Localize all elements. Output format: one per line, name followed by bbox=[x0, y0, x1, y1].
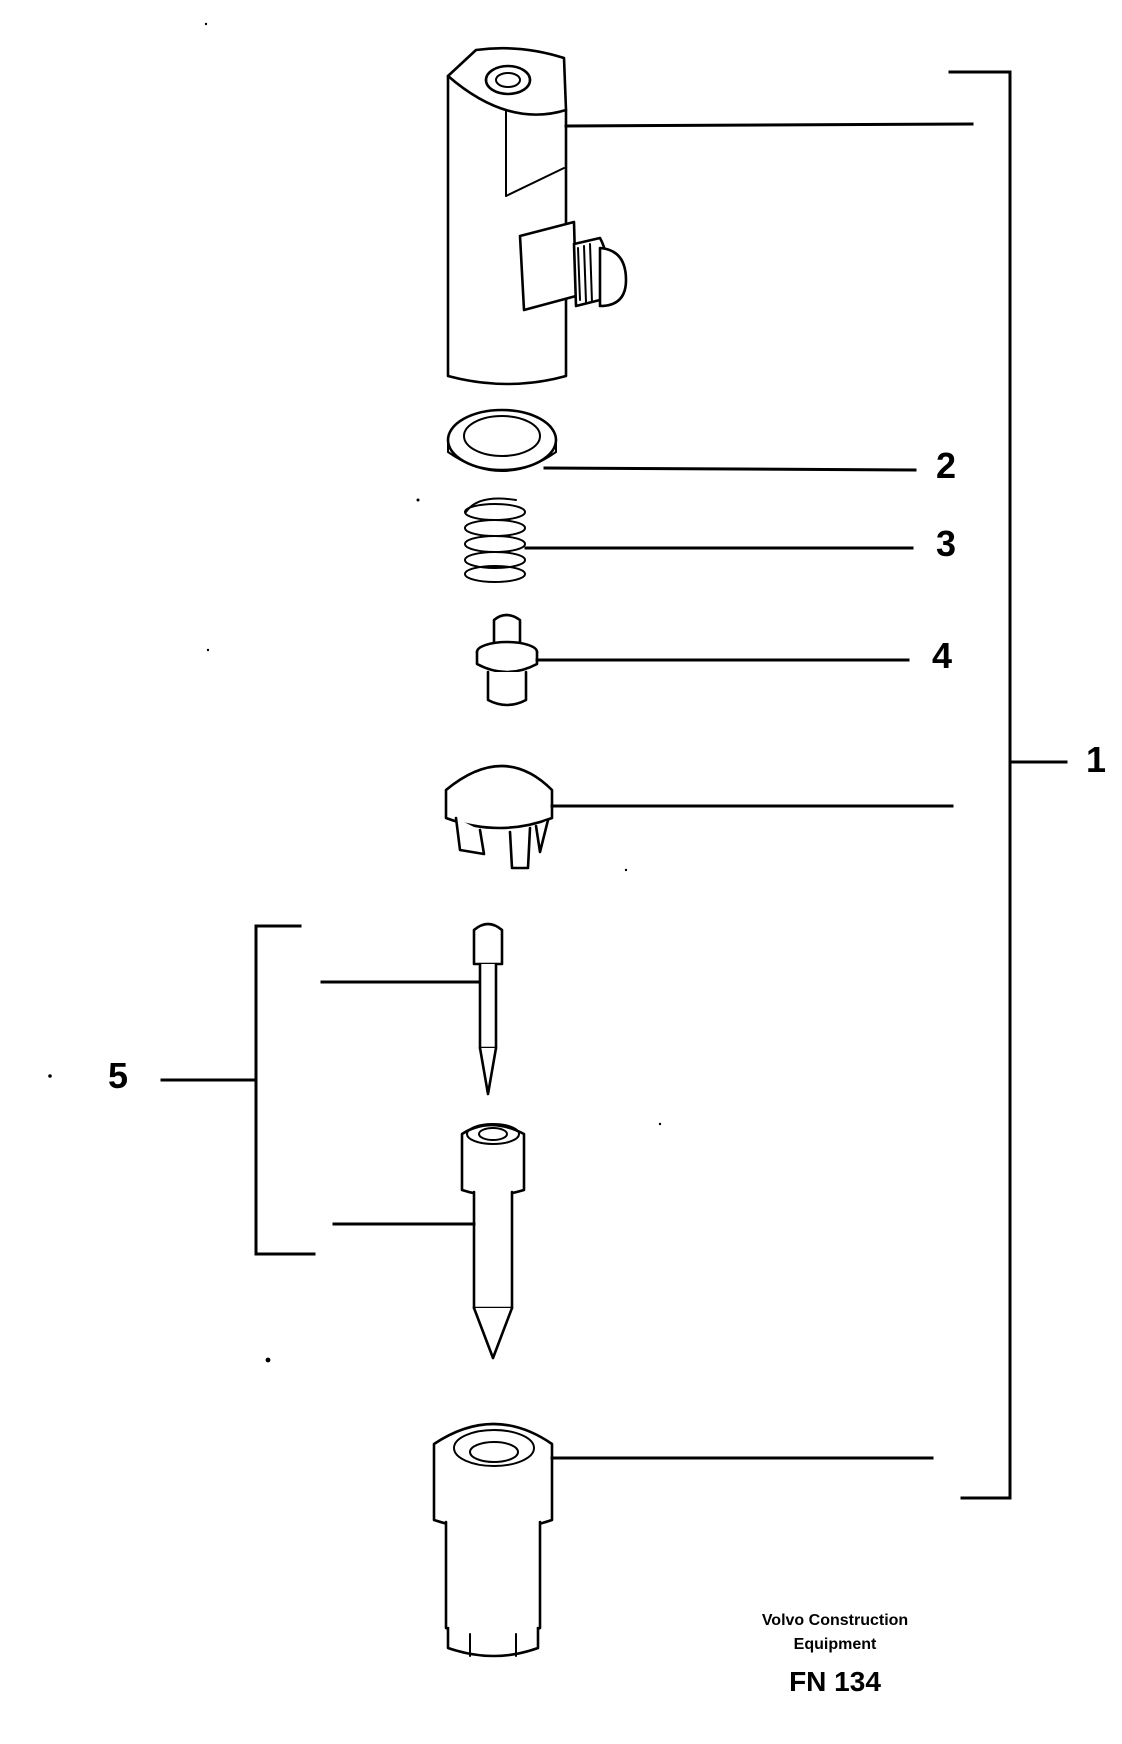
valve-pin bbox=[475, 613, 539, 707]
washer bbox=[446, 408, 558, 472]
bracket-item-5 bbox=[160, 924, 316, 1256]
company-line-1: Volvo Construction bbox=[761, 1612, 909, 1629]
callout-5: 5 bbox=[108, 1055, 129, 1096]
injector-body bbox=[446, 46, 628, 386]
callout-1: 1 bbox=[1086, 739, 1107, 780]
spacer-cap bbox=[444, 764, 554, 870]
bracket-item-1 bbox=[948, 70, 1068, 1500]
leader-line-body bbox=[564, 122, 974, 128]
needle-large bbox=[460, 1123, 526, 1360]
callout-2: 2 bbox=[936, 445, 957, 486]
callout-3: 3 bbox=[936, 523, 957, 564]
needle-small bbox=[472, 922, 504, 1096]
spring bbox=[464, 497, 526, 583]
scan-specks bbox=[48, 22, 662, 1363]
leader-line-2 bbox=[543, 466, 917, 472]
figure-code: FN 134 bbox=[789, 1666, 881, 1697]
company-line-2: Equipment bbox=[793, 1636, 877, 1653]
nozzle-nut bbox=[432, 1422, 554, 1658]
callout-4: 4 bbox=[932, 635, 953, 676]
